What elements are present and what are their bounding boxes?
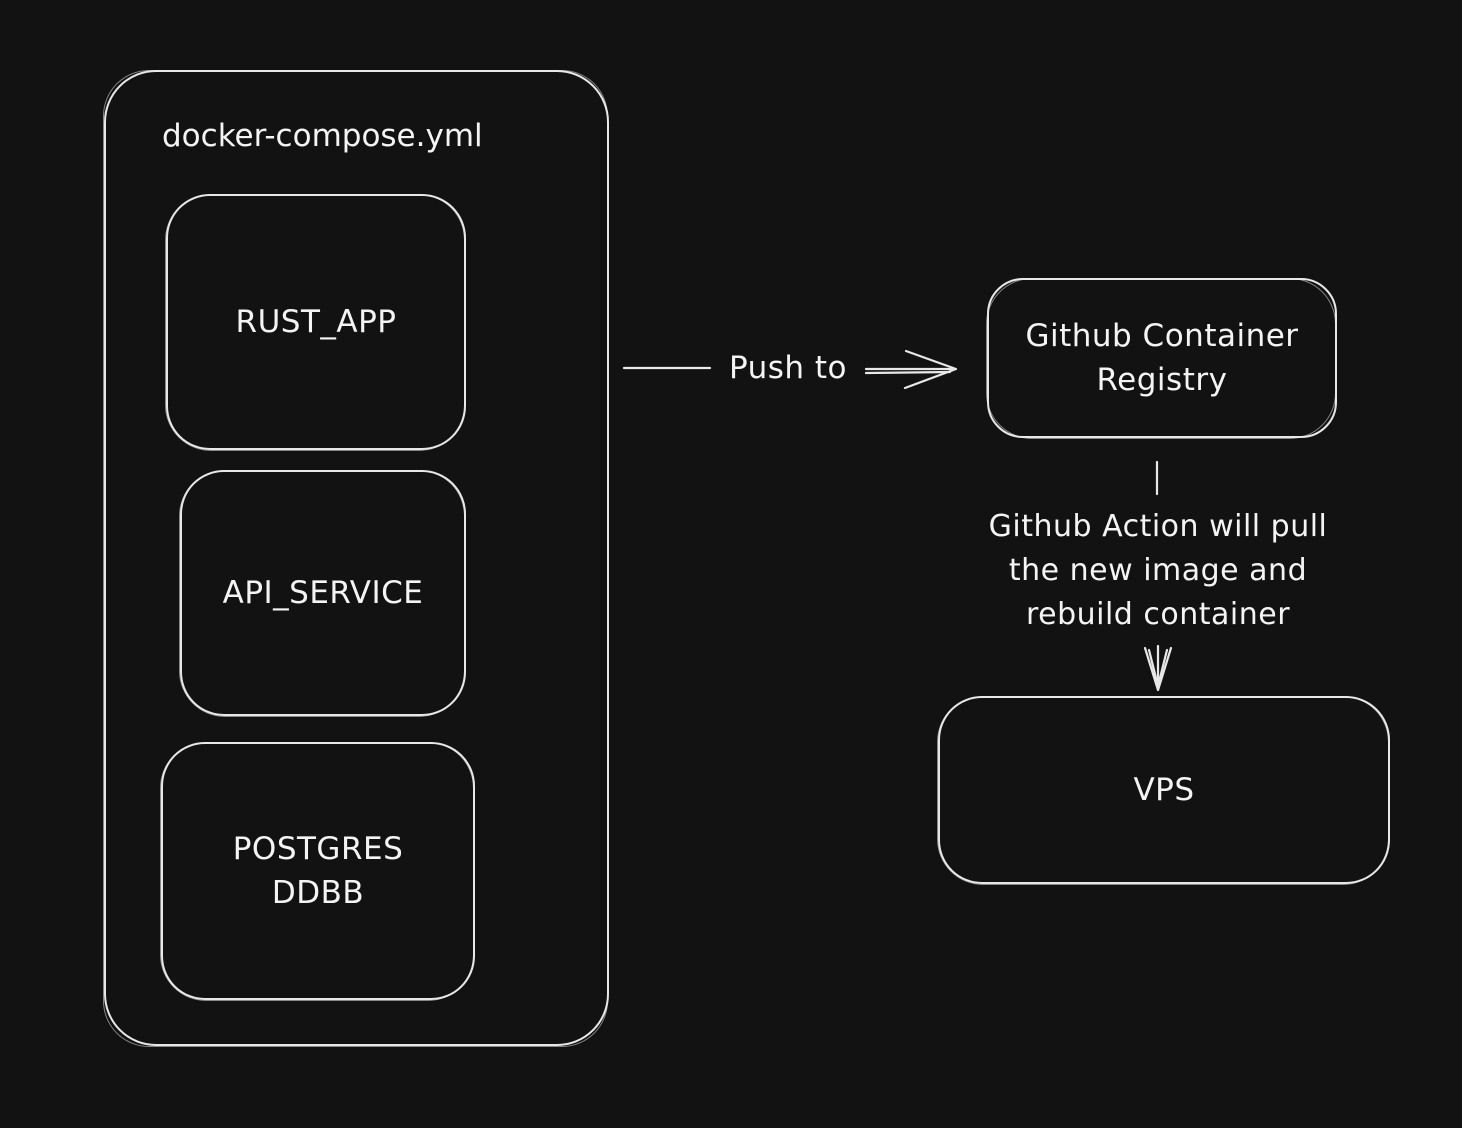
pull-arrow-head: [1143, 646, 1173, 692]
push-arrow-head: [903, 349, 958, 390]
registry-label: Github Container Registry: [1025, 318, 1299, 398]
rust-app-label: RUST_APP: [235, 304, 397, 340]
postgres-label: POSTGRES DDBB: [232, 831, 404, 911]
pull-action-label: Github Action will pull the new image an…: [988, 509, 1328, 632]
docker-compose-title: docker-compose.yml: [162, 118, 483, 154]
api-service-label: API_SERVICE: [222, 575, 424, 611]
vps-label: VPS: [1133, 772, 1195, 808]
push-to-label: Push to: [712, 346, 864, 390]
